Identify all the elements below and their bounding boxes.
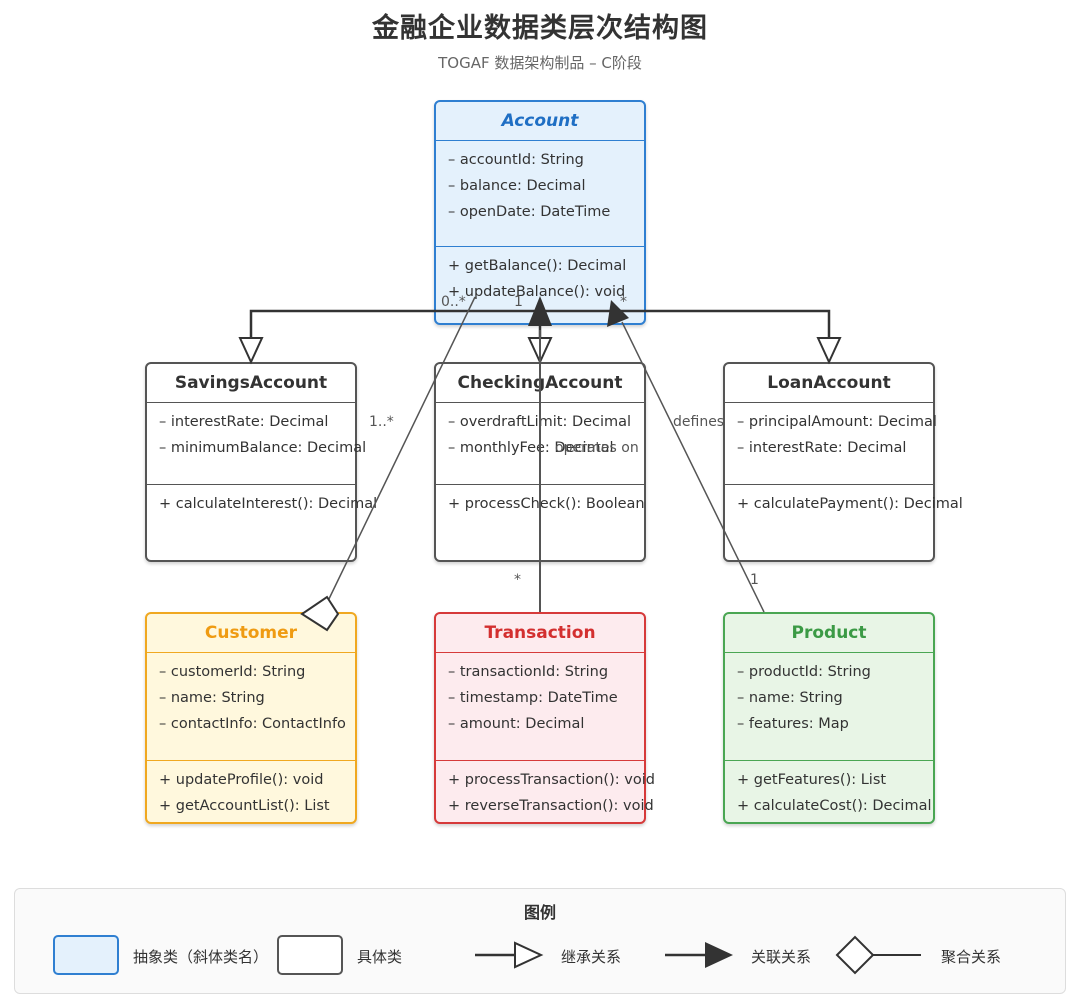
legend-inheritance-arrow-icon: [514, 941, 544, 969]
attribute: – minimumBalance: Decimal: [159, 440, 367, 456]
legend-association-arrow-icon: [705, 942, 733, 968]
legend-aggregation-label: 聚合关系: [941, 948, 1002, 966]
page-subtitle: TOGAF 数据架构制品 – C阶段: [438, 54, 642, 72]
inheritance-arrowhead: [238, 337, 264, 365]
multiplicity-label: 0..*: [441, 294, 466, 310]
legend-abstract-swatch: [53, 935, 119, 975]
operation: + calculateCost(): Decimal: [737, 798, 932, 814]
attribute: – accountId: String: [448, 152, 584, 168]
attribute: – balance: Decimal: [448, 178, 586, 194]
page-title: 金融企业数据类层次结构图: [372, 13, 708, 44]
inheritance-line-loan: [540, 309, 831, 338]
attribute: – contactInfo: ContactInfo: [159, 716, 346, 732]
attribute: – timestamp: DateTime: [448, 690, 618, 706]
aggregation-line: [326, 296, 476, 604]
operation: + getBalance(): Decimal: [448, 258, 627, 274]
attribute: – monthlyFee: Decimal: [448, 440, 614, 456]
attribute: – name: String: [159, 690, 265, 706]
attribute: – customerId: String: [159, 664, 306, 680]
operation: + updateProfile(): void: [159, 772, 324, 788]
class-name: LoanAccount: [725, 364, 933, 403]
class-name: Account: [436, 102, 644, 141]
operation: + getFeatures(): List: [737, 772, 887, 788]
multiplicity-label: 1: [750, 572, 759, 588]
class-name: Customer: [147, 614, 355, 653]
association-arrowhead: [528, 296, 552, 326]
operation: + processTransaction(): void: [448, 772, 655, 788]
legend-concrete-label: 具体类: [357, 948, 403, 966]
multiplicity-label: *: [620, 294, 627, 310]
class-loan-account[interactable]: LoanAccount – principalAmount: Decimal –…: [723, 362, 963, 562]
class-name: Transaction: [436, 614, 644, 653]
aggregation-diamond: [300, 595, 340, 632]
multiplicity-label: *: [514, 572, 521, 588]
class-name: SavingsAccount: [147, 364, 355, 403]
attribute: – principalAmount: Decimal: [737, 414, 937, 430]
association-label: defines: [673, 414, 725, 430]
legend: 图例 抽象类（斜体类名） 具体类 继承关系 关联关系 聚合关系: [14, 888, 1066, 994]
legend-concrete-swatch: [277, 935, 343, 975]
multiplicity-label: 1: [514, 294, 523, 310]
attribute: – openDate: DateTime: [448, 204, 611, 220]
class-customer[interactable]: Customer – customerId: String – name: St…: [145, 612, 357, 824]
inheritance-line-savings: [249, 309, 540, 338]
association-line-defines: [621, 321, 765, 613]
relationship-lines: [238, 296, 842, 632]
association-label: operates on: [555, 440, 639, 456]
class-transaction[interactable]: Transaction – transactionId: String – ti…: [434, 612, 655, 824]
legend-inheritance-label: 继承关系: [561, 948, 622, 966]
attribute: – productId: String: [737, 664, 871, 680]
legend-title: 图例: [523, 903, 556, 922]
operation: + processCheck(): Boolean: [448, 496, 645, 512]
attribute: – features: Map: [737, 716, 849, 732]
multiplicity-label: 1..*: [369, 414, 394, 430]
operation: + getAccountList(): List: [159, 798, 330, 814]
operation: + calculatePayment(): Decimal: [737, 496, 963, 512]
association-arrowhead: [607, 300, 629, 327]
legend-abstract-label: 抽象类（斜体类名）: [133, 948, 269, 966]
class-name: Product: [725, 614, 933, 653]
attribute: – amount: Decimal: [448, 716, 585, 732]
attribute: – interestRate: Decimal: [159, 414, 329, 430]
class-account[interactable]: Account – accountId: String – balance: D…: [434, 100, 646, 325]
operation: + reverseTransaction(): void: [448, 798, 654, 814]
operation: + updateBalance(): void: [448, 284, 626, 300]
attribute: – transactionId: String: [448, 664, 609, 680]
inheritance-arrowhead: [816, 337, 842, 365]
legend-association-label: 关联关系: [751, 948, 812, 966]
legend-symbols: [475, 935, 921, 975]
class-product[interactable]: Product – productId: String – name: Stri…: [723, 612, 935, 824]
legend-aggregation-diamond-icon: [835, 935, 875, 975]
operation: + calculateInterest(): Decimal: [159, 496, 378, 512]
attribute: – interestRate: Decimal: [737, 440, 907, 456]
attribute: – name: String: [737, 690, 843, 706]
